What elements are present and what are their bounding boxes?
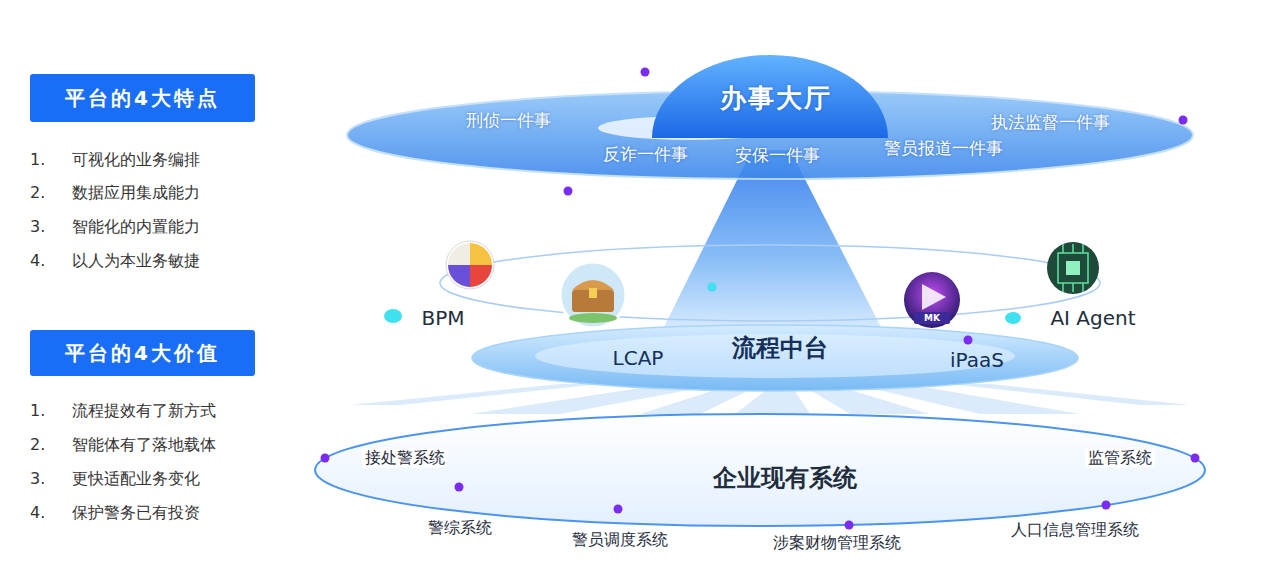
node-text: 监管系统 — [1085, 448, 1155, 467]
icon-tag — [914, 312, 950, 324]
list-item: 以人为本业务敏捷 — [72, 251, 200, 270]
node-text: 接处警系统 — [362, 448, 448, 467]
dot — [1005, 312, 1021, 324]
dot — [384, 309, 402, 323]
heading-box: 平台的4大特点 — [30, 74, 255, 122]
ring-band — [347, 91, 1193, 179]
node-text: 警综系统 — [425, 518, 495, 537]
list-number: 1. — [30, 401, 45, 420]
ray — [640, 390, 750, 414]
icon-disc — [446, 241, 494, 289]
list-number: 4. — [30, 503, 45, 522]
hall-dome: 办事大厅 — [652, 55, 888, 138]
node-text: 执法监督一件事 — [991, 112, 1110, 132]
systems-ring: 企业现有系统 接处警系统 监管系统警综系统警员调度系统 涉案财物管理系统 人口信息管理系… — [310, 410, 1210, 560]
chest-lock — [589, 288, 597, 298]
dot — [708, 283, 717, 292]
ai-icon — [1047, 242, 1099, 294]
dot — [1179, 116, 1188, 125]
list-number: 2. — [30, 183, 45, 202]
grass — [569, 313, 617, 323]
node-text: 流程中台 — [732, 334, 828, 363]
dot — [321, 454, 330, 463]
icon-text: MK — [924, 313, 940, 324]
node-text: 企业现有系统 — [713, 464, 857, 493]
node-text: iPaaS — [950, 348, 1004, 372]
chip-pins — [1063, 244, 1083, 292]
platform-inner — [535, 334, 1015, 378]
list-number: 2. — [30, 435, 45, 454]
service-ring: 办事大厅刑侦一件事反诈一件事安保一件事警员报道一件事执法监督一件事 — [345, 90, 1195, 180]
mk-icon — [904, 272, 960, 328]
dot — [1191, 454, 1200, 463]
platform-disc: 流程中台 LCAP iPaaS — [470, 324, 1080, 392]
node-text: 安保一件事 — [735, 145, 820, 165]
module-label: AI Agent — [1050, 306, 1135, 330]
list-number: 4. — [30, 251, 45, 270]
heading-text: 平台的4大特点 — [65, 86, 220, 110]
play-mark — [922, 284, 946, 310]
dot — [614, 505, 623, 514]
ring-hole — [598, 116, 782, 140]
node-text: 警员调度系统 — [569, 530, 671, 549]
icon-piece — [470, 243, 492, 265]
node-text: 警员报道一件事 — [884, 138, 1003, 158]
icon-piece — [448, 243, 470, 265]
list-item: 可视化的业务编排 — [72, 150, 200, 169]
dome — [652, 55, 888, 138]
node-text: 涉案财物管理系统 — [770, 533, 904, 552]
dot — [641, 68, 650, 77]
heading-box: 平台的4大价值 — [30, 330, 255, 376]
icon-disc — [560, 262, 626, 328]
heading-text: 平台的4大价值 — [65, 341, 220, 365]
dot — [1102, 501, 1111, 510]
base-ring — [315, 414, 1205, 526]
chip-core — [1066, 261, 1080, 275]
bpm-icon — [446, 241, 494, 289]
list-item: 流程提效有了新方式 — [72, 401, 216, 420]
lcap-icon — [560, 262, 626, 328]
node-text: 人口信息管理系统 — [1008, 520, 1142, 539]
icon-disc — [1047, 242, 1099, 294]
dot — [845, 521, 854, 530]
dot — [455, 483, 464, 492]
list-item: 数据应用集成能力 — [72, 183, 200, 202]
chip — [1058, 253, 1088, 283]
list-number: 3. — [30, 469, 45, 488]
ray — [350, 384, 600, 405]
node-text: 刑侦一件事 — [466, 110, 551, 130]
list-item: 智能化的内置能力 — [72, 217, 200, 236]
orbit — [440, 245, 1100, 321]
dot — [564, 187, 573, 196]
platform — [472, 325, 1078, 391]
list-number: 3. — [30, 217, 45, 236]
dot — [964, 336, 973, 345]
node-text: 反诈一件事 — [603, 144, 688, 164]
icon-disc — [904, 272, 960, 328]
module-label: BPM — [421, 306, 464, 330]
ray — [950, 384, 1190, 405]
list-number: 1. — [30, 150, 45, 169]
list-item: 智能体有了落地载体 — [72, 435, 216, 454]
icon-piece — [448, 265, 470, 287]
node-text: 办事大厅 — [720, 83, 832, 114]
list-item: 更快适配业务变化 — [72, 469, 200, 488]
node-text: LCAP — [613, 346, 664, 370]
icon-piece — [470, 265, 492, 287]
ray — [735, 391, 810, 414]
list-item: 保护警务已有投资 — [72, 503, 200, 522]
